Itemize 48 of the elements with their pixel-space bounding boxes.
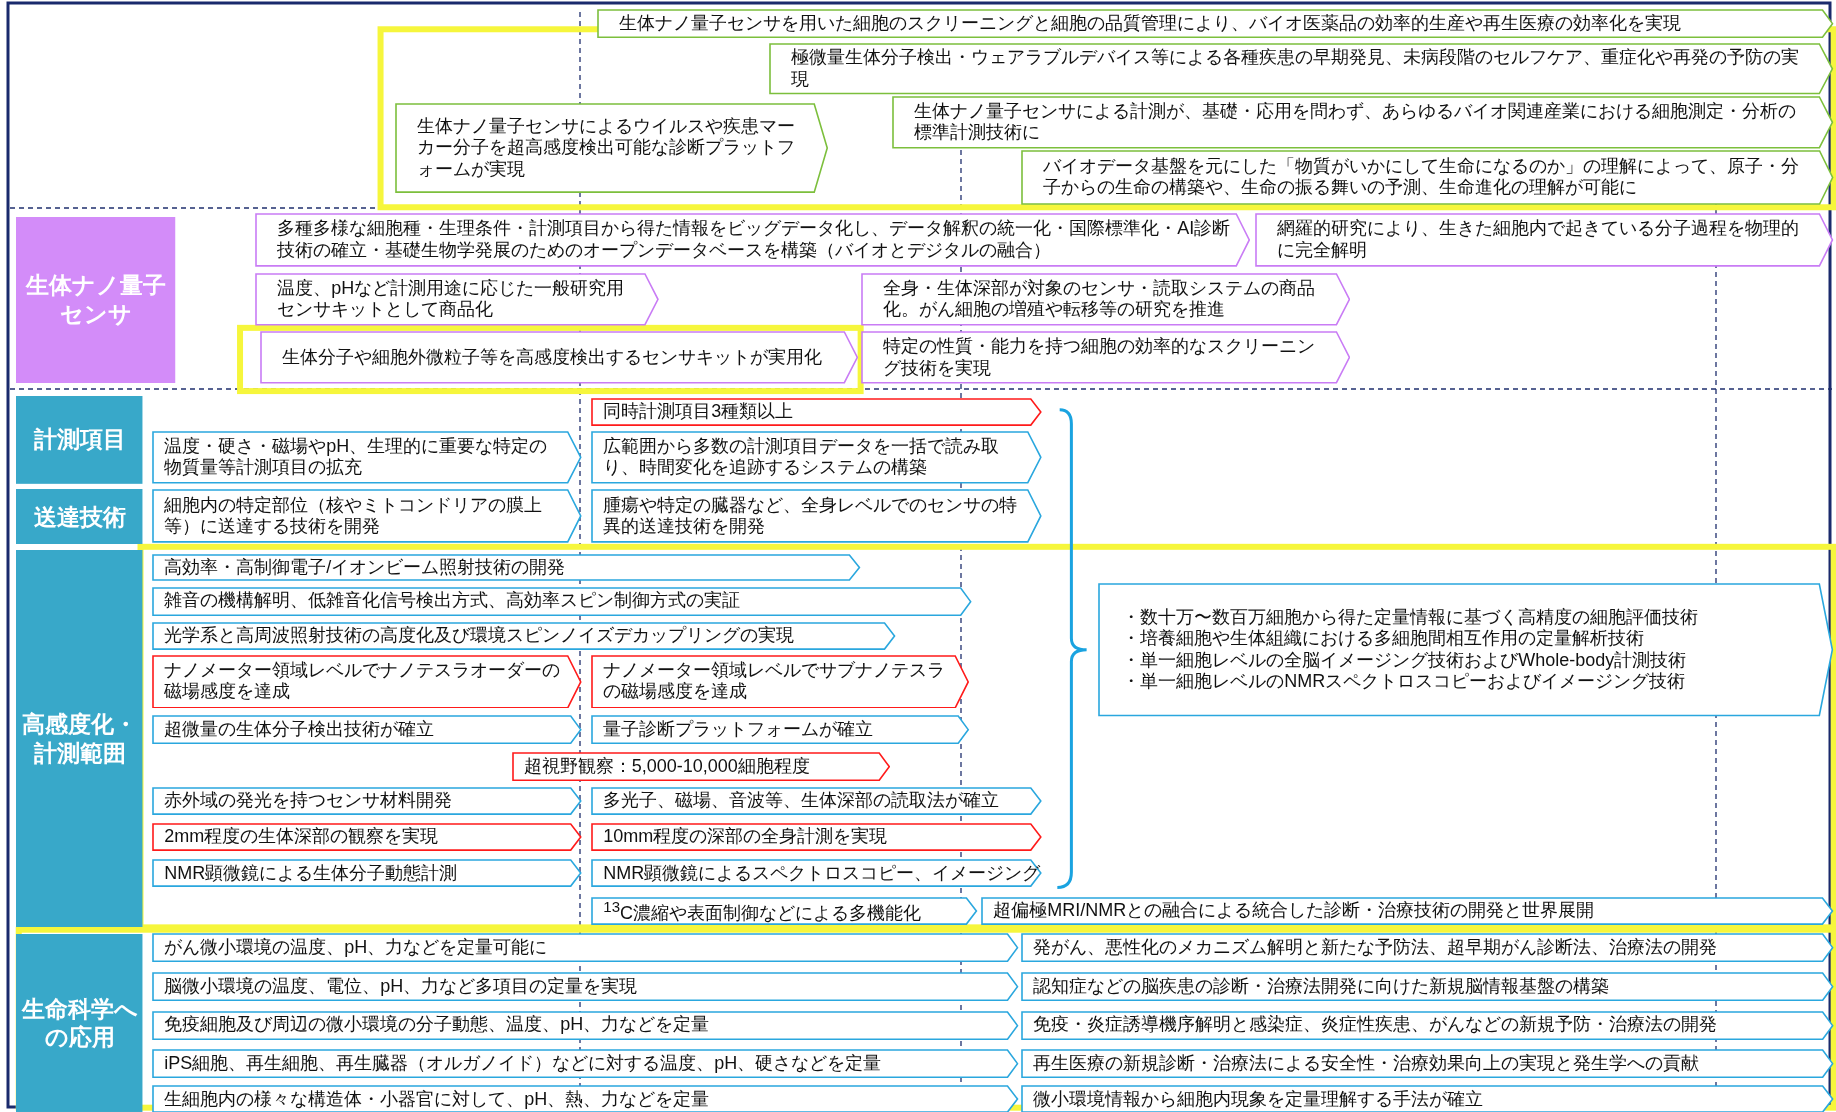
chevron-box: 微小環境情報から細胞内現象を定量理解する手法が確立 — [1021, 1085, 1834, 1112]
chevron-box: 認知症などの脳疾患の診断・治療法開発に向けた新規脳情報基盤の構築 — [1021, 971, 1834, 1002]
chevron-box: 免疫細胞及び周辺の微小環境の分子動態、温度、pH、力などを定量 — [152, 1010, 1019, 1040]
chevron-box: 量子診断プラットフォームが確立 — [591, 715, 970, 745]
category-label: 高感度化・計測範囲 — [16, 550, 143, 928]
chevron-box: NMR顕微鏡によるスペクトロスコピー、イメージング — [591, 859, 1043, 888]
chevron-box: がん微小環境の温度、pH、力などを定量可能に — [152, 933, 1019, 963]
chevron-box: 同時計測項目3種類以上 — [591, 398, 1043, 427]
chevron-box: 光学系と高周波照射技術の高度化及び環境スピンノイズデカップリングの実現 — [152, 621, 896, 650]
chevron-box: 10mm程度の深部の全身計測を実現 — [591, 823, 1043, 852]
chevron-box: 生体分子や細胞外微粒子等を高感度検出するセンサキットが実用化 — [259, 331, 859, 385]
chevron-box: 発がん、悪性化のメカニズム解明と新たな予防法、超早期がん診断法、治療法の開発 — [1021, 933, 1834, 963]
chevron-box: 免疫・炎症誘導機序解明と感染症、炎症性疾患、がんなどの新規予防・治療法の開発 — [1021, 1010, 1834, 1040]
chevron-box: 多光子、磁場、音波等、生体深部の読取法が確立 — [591, 786, 1043, 815]
chevron-box: 温度・硬さ・磁場やpH、生理的に重要な特定の物質量等計測項目の拡充 — [152, 430, 582, 484]
chevron-box: 雑音の機構解明、低雑音化信号検出方式、高効率スピン制御方式の実証 — [152, 586, 972, 616]
chevron-box: 2mm程度の生体深部の観察を実現 — [152, 823, 582, 852]
chevron-box: 広範囲から多数の計測項目データを一括で読み取り、時間変化を追跡するシステムの構築 — [591, 430, 1043, 484]
category-label: 生体ナノ量子センサ — [16, 216, 176, 383]
chevron-box: 超微量の生体分子検出技術が確立 — [152, 715, 582, 745]
chevron-box: iPS細胞、再生細胞、再生臓器（オルガノイド）などに対する温度、pH、硬さなどを定量 — [152, 1049, 1019, 1079]
chevron-box: 網羅的研究により、生きた細胞内で起きている分子過程を物理的に完全解明 — [1255, 213, 1834, 267]
chevron-box: 腫瘍や特定の臓器など、全身レベルでのセンサの特異的送達技術を開発 — [591, 489, 1043, 544]
chevron-box: バイオデータ基盤を元にした「物質がいかにして生命になるのか」の理解によって、原子・分子からの生命の構築や、生命の振る舞いの予測、生命進化の理解が可能に — [1021, 149, 1834, 205]
category-label: 計測項目 — [16, 395, 143, 484]
chevron-box: 赤外域の発光を持つセンサ材料開発 — [152, 786, 582, 815]
chevron-box: ナノメーター領域レベルでナノテスラオーダーの磁場感度を達成 — [152, 654, 582, 709]
chevron-box: 生体ナノ量子センサを用いた細胞のスクリーニングと細胞の品質管理により、バイオ医薬品の効率的生産や再生医療の効率化を実現 — [597, 9, 1834, 39]
chevron-box: 超偏極MRI/NMRとの融合による統合した診断・治療技術の開発と世界展開 — [981, 896, 1834, 925]
chevron-box: ナノメーター領域レベルでサブナノテスラの磁場感度を達成 — [591, 654, 970, 709]
category-label: 送達技術 — [16, 489, 143, 545]
chevron-box: ・数十万〜数百万細胞から得た定量情報に基づく高精度の細胞評価技術 ・培養細胞や生体組織における多細胞間相互作用の定量解析技術 ・単一細胞レベルの全脳イメージング技術およびWhole-body計測技術 ・単一細胞レベルのNMRスペクトロスコピーおよびイメージング技術 — [1098, 583, 1834, 717]
chevron-box: 生細胞内の様々な構造体・小器官に対して、pH、熱、力などを定量 — [152, 1085, 1019, 1112]
chevron-box: 脳微小環境の温度、電位、pH、力など多項目の定量を実現 — [152, 971, 1019, 1002]
chevron-box: 多種多様な細胞種・生理条件・計測項目から得た情報をビッグデータ化し、データ解釈の統一化・国際標準化・AI診断技術の確立・基礎生物学発展のためのオープンデータベースを構築（バイオとデジタルの融合） — [255, 213, 1251, 267]
chevron-box: 全身・生体深部が対象のセンサ・読取システムの商品化。がん細胞の増殖や転移等の研究を推進 — [860, 272, 1351, 326]
category-label: 生命科学への応用 — [16, 934, 143, 1112]
chevron-box: NMR顕微鏡による生体分子動態計測 — [152, 859, 582, 888]
chevron-box: 特定の性質・能力を持つ細胞の効率的なスクリーニング技術を実現 — [860, 331, 1351, 385]
chevron-box: 極微量生体分子検出・ウェアラブルデバイス等による各種疾患の早期発見、未病段階のセルフケア、重症化や再発の予防の実現 — [769, 43, 1834, 95]
chevron-box: 温度、pHなど計測用途に応じた一般研究用センサキットとして商品化 — [255, 272, 660, 326]
chevron-box: 超視野観察：5,000-10,000細胞程度 — [511, 751, 890, 781]
chevron-box: 再生医療の新規診断・治療法による安全性・治療効果向上の実現と発生学への貢献 — [1021, 1049, 1834, 1079]
chevron-box: $^{13}$C濃縮や表面制御などによる多機能化 — [591, 896, 978, 925]
chevron-box: 生体ナノ量子センサによるウイルスや疾患マーカー分子を超高感度検出可能な診断プラットフォームが実現 — [394, 103, 828, 194]
chevron-box: 細胞内の特定部位（核やミトコンドリアの膜上等）に送達する技術を開発 — [152, 489, 582, 544]
chevron-box: 生体ナノ量子センサによる計測が、基礎・応用を問わず、あらゆるバイオ関連産業における細胞測定・分析の標準計測技術に — [892, 96, 1834, 149]
chevron-box: 高効率・高制御電子/イオンビーム照射技術の開発 — [152, 553, 861, 581]
